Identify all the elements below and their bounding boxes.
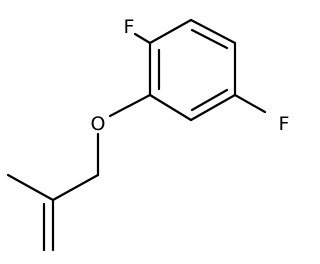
bond-c6-o <box>108 93 152 118</box>
bond-c4-f <box>233 93 267 114</box>
bond-ch2-c <box>51 173 100 202</box>
bonds <box>6 18 267 252</box>
molecule-structure: F O F <box>6 16 290 252</box>
ring-bond-c1-c2 <box>148 18 193 45</box>
ring-double-bond-c2-c3 <box>190 28 229 50</box>
atom-f2-label: F <box>279 113 290 135</box>
bond-c1-f <box>133 32 152 45</box>
atom-labels: F O F <box>91 16 290 135</box>
ring-bond-c4-c5 <box>189 93 237 122</box>
atom-o1-label: O <box>91 113 106 135</box>
atom-f1-label: F <box>124 16 135 38</box>
ring-bond-c5-c6 <box>148 93 193 122</box>
ring-double-bond-c4-c5 <box>190 88 229 112</box>
ring-bond-c2-c3 <box>189 18 237 45</box>
bond-c-methyl <box>6 173 55 202</box>
